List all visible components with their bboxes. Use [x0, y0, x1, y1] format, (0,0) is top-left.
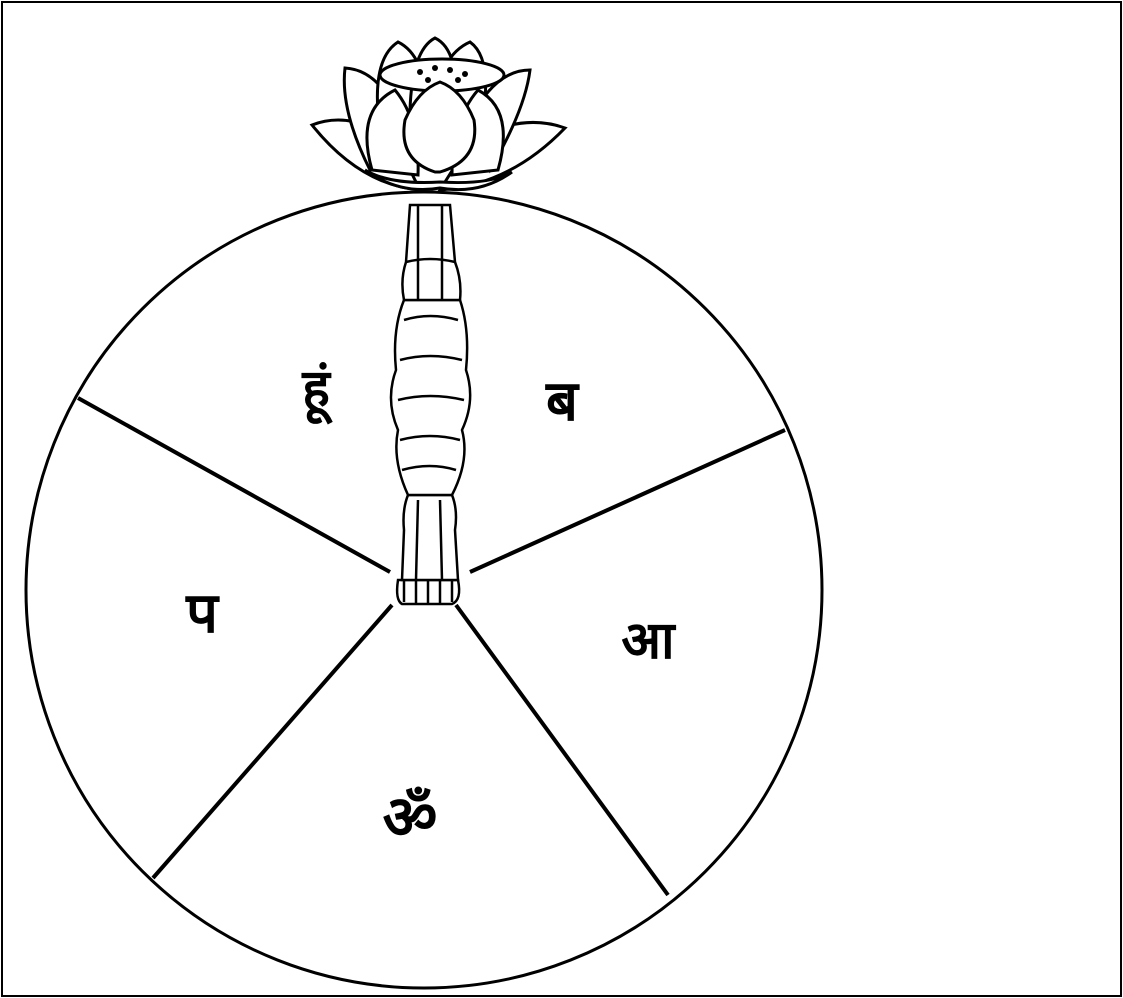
- divider-upper-left: [78, 398, 390, 572]
- divider-upper-right: [470, 430, 785, 572]
- syllable-left: प: [185, 580, 220, 646]
- syllable-upper-right: ब: [545, 368, 580, 434]
- syllable-right: आ: [621, 610, 676, 671]
- syllable-upper-left: हूं: [301, 358, 333, 425]
- syllable-bottom: ॐ: [383, 783, 438, 853]
- lotus-stem-icon: [391, 205, 470, 604]
- lotus-flower-icon: [312, 38, 565, 190]
